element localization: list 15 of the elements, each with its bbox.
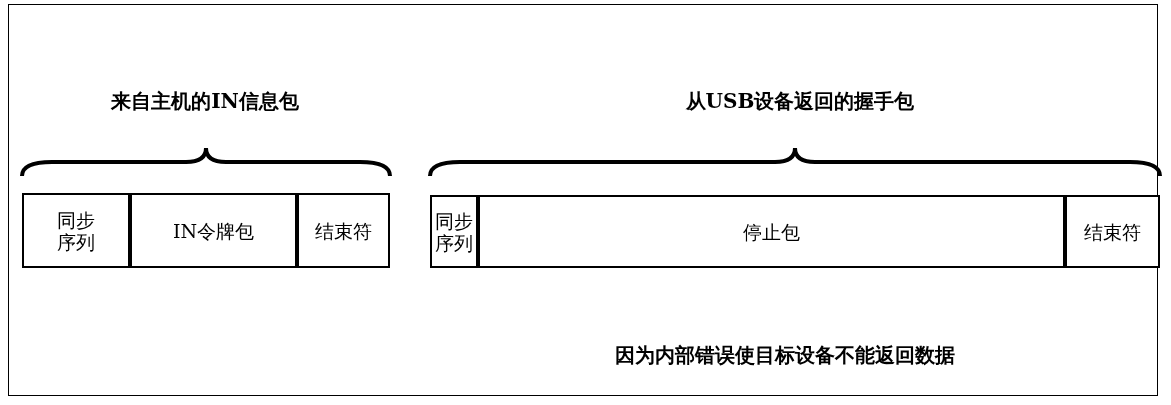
packet-field: [22, 193, 130, 268]
field-label: 结束符: [1084, 220, 1141, 243]
packet-field: [430, 195, 478, 268]
field-label: 同步序列: [56, 208, 96, 253]
packet-field: [130, 193, 297, 268]
packet-field: [297, 193, 390, 268]
packet-field: [1065, 195, 1160, 268]
packet-heading: 来自主机的IN信息包: [111, 88, 299, 115]
field-label: 结束符: [315, 219, 372, 242]
caption: 因为内部错误使目标设备不能返回数据: [615, 342, 955, 369]
packet-field: [478, 195, 1065, 268]
field-label: 同步序列: [434, 209, 474, 254]
field-label: 停止包: [743, 220, 800, 243]
packet-heading: 从USB设备返回的握手包: [685, 88, 915, 115]
field-label: IN令牌包: [172, 219, 255, 242]
